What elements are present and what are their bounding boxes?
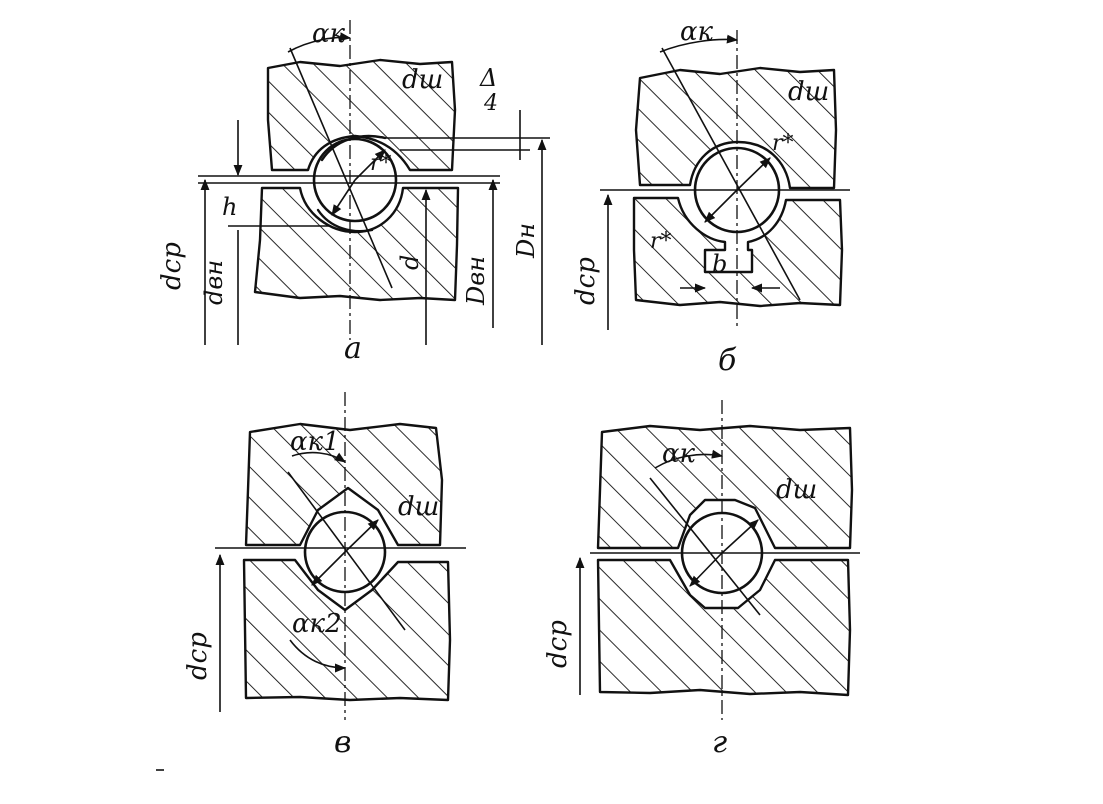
d-sh-label: dш	[402, 65, 443, 95]
delta-label: Δ	[479, 64, 497, 92]
d-sh-label: dш	[776, 475, 817, 505]
angle-arc	[654, 449, 724, 469]
D-vn-label: Dвн	[462, 256, 490, 306]
d-sr-label: dср	[543, 620, 573, 668]
panel-a: αк dш Δ 4 r* h dср dвн d Dвн Dн а	[157, 19, 550, 366]
angle-arc	[659, 34, 739, 53]
angle-arc	[289, 639, 347, 673]
d-sh-label: dш	[398, 492, 439, 522]
d-sr-label: dср	[157, 242, 187, 290]
b-label: b	[712, 250, 727, 278]
outer-ring-section	[596, 424, 854, 550]
radius-arrow	[354, 149, 386, 181]
diameter-arrow	[344, 519, 379, 553]
outer-ring-section	[634, 66, 838, 190]
panel-c: αк1 dш αк2 dср в	[183, 392, 466, 760]
alpha-k2-label: αк2	[292, 609, 342, 639]
contact-line	[661, 47, 801, 301]
alpha-k-label: αк	[662, 439, 696, 469]
alpha-k1-label: αк1	[290, 427, 340, 457]
delta-denominator: 4	[483, 91, 498, 116]
radius-arrow	[331, 179, 356, 216]
panel-d: αк dш dср г	[543, 400, 860, 760]
d-sr-label: dср	[183, 632, 213, 680]
d-label: d	[396, 255, 424, 270]
diameter-arrow	[721, 519, 759, 554]
inner-ring-section	[596, 558, 852, 697]
diameter-arrow	[311, 551, 346, 586]
d-sr-label: dср	[571, 257, 601, 305]
D-n-label: Dн	[512, 223, 540, 259]
alpha-k-label: αк	[312, 19, 346, 49]
raceway-outline	[316, 208, 374, 233]
panel-b-caption: б	[718, 343, 737, 378]
radius-arrow	[704, 189, 738, 223]
alpha-k-label: αк	[680, 17, 714, 47]
inner-ring-section	[242, 558, 452, 702]
raceway-outline	[320, 134, 387, 162]
h-label: h	[222, 193, 237, 221]
panel-d-caption: г	[712, 725, 727, 760]
diameter-arrow	[689, 552, 723, 587]
angle-arc	[287, 32, 352, 53]
contact-line	[289, 47, 393, 289]
inner-ring-section	[632, 196, 844, 308]
radius-arrow	[736, 157, 771, 191]
r-star-top-label: r*	[772, 131, 794, 156]
d-vn-label: dвн	[200, 260, 228, 305]
r-star-label: r*	[370, 151, 392, 176]
panel-c-caption: в	[334, 725, 351, 760]
panel-a-caption: а	[344, 331, 362, 366]
inner-ring-section	[253, 186, 460, 302]
angle-arc	[291, 451, 346, 463]
contact-line	[649, 477, 761, 616]
r-star-bottom-label: r*	[650, 229, 672, 254]
outer-ring-section	[266, 58, 457, 172]
d-sh-label: dш	[788, 77, 829, 107]
panel-b: αк dш r* r* b dср б	[571, 17, 850, 378]
